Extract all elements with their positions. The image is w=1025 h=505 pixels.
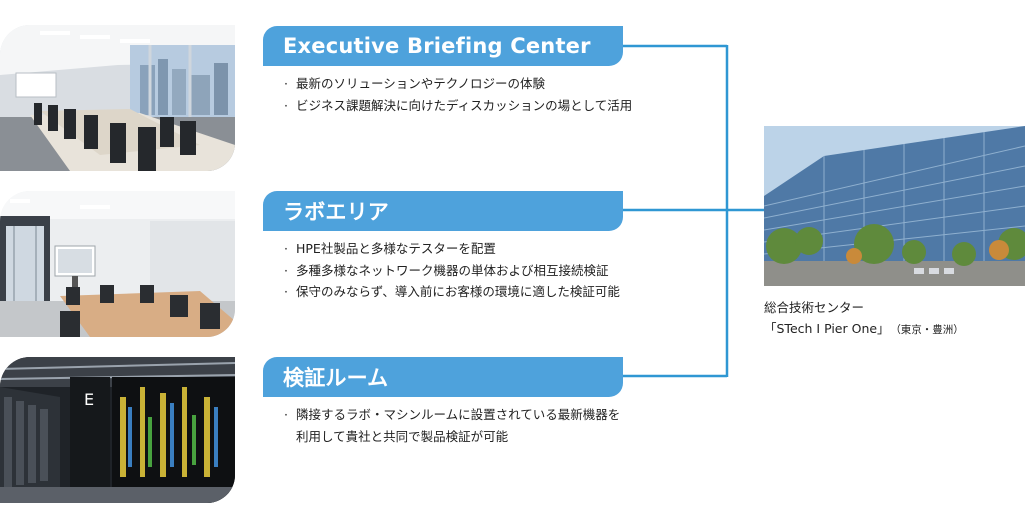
server-room-photo: E	[0, 357, 235, 503]
facility-location: （東京・豊洲）	[895, 324, 964, 336]
lab-area-bullets: HPE社製品と多様なテスターを配置 多種多様なネットワーク機器の単体および相互接…	[284, 238, 620, 303]
bullet-item: ビジネス課題解決に向けたディスカッションの場として活用	[284, 95, 632, 117]
lab-area-photo	[0, 191, 235, 337]
verification-room-bullets: 隣接するラボ・マシンルームに設置されている最新機器を 利用して貴社と共同で製品検…	[284, 404, 620, 447]
facility-subtitle: 「STech I Pier One」	[764, 321, 890, 336]
bullet-item: 多種多様なネットワーク機器の単体および相互接続検証	[284, 260, 620, 282]
bullet-item: 最新のソリューションやテクノロジーの体験	[284, 73, 632, 95]
verification-room-title: 検証ルーム	[263, 357, 623, 397]
bullet-item: 保守のみならず、導入前にお客様の環境に適した検証可能	[284, 281, 620, 303]
bullet-item-continuation: 利用して貴社と共同で製品検証が可能	[296, 428, 509, 444]
meeting-room-photo	[0, 25, 235, 171]
svg-text:E: E	[84, 390, 94, 409]
facility-subtitle-row: 「STech I Pier One」 （東京・豊洲）	[764, 318, 964, 341]
building-photo	[764, 126, 1025, 286]
executive-briefing-center-title: Executive Briefing Center	[263, 26, 623, 66]
bullet-item: HPE社製品と多様なテスターを配置	[284, 238, 620, 260]
facility-caption: 総合技術センター 「STech I Pier One」 （東京・豊洲）	[764, 297, 964, 341]
facility-name: 総合技術センター	[764, 300, 865, 315]
bullet-item: 隣接するラボ・マシンルームに設置されている最新機器を	[284, 404, 620, 426]
lab-area-title: ラボエリア	[263, 191, 623, 231]
executive-briefing-center-bullets: 最新のソリューションやテクノロジーの体験 ビジネス課題解決に向けたディスカッショ…	[284, 73, 632, 116]
